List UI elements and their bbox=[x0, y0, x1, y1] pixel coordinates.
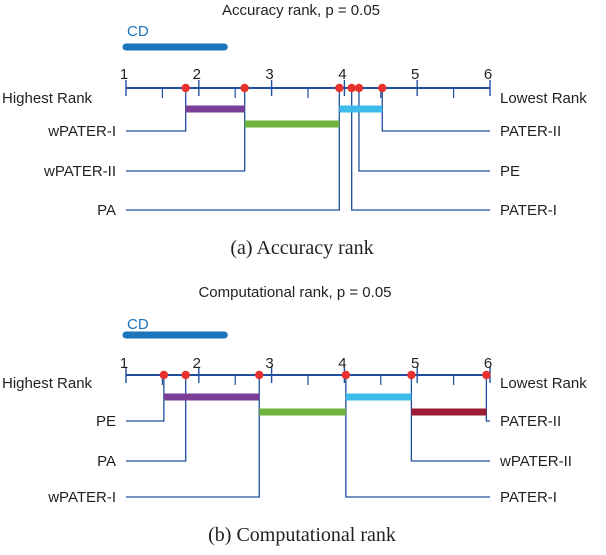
method-leader-line bbox=[381, 88, 490, 132]
tick-label: 4 bbox=[338, 66, 346, 83]
method-label: PATER-II bbox=[500, 413, 561, 430]
method-label: wPATER-I bbox=[47, 123, 116, 140]
method-leader-line bbox=[126, 88, 340, 211]
method-leader-line bbox=[126, 375, 260, 498]
method-label: wPATER-II bbox=[43, 163, 116, 180]
tick-label: 3 bbox=[265, 66, 273, 83]
lowest-rank-label: Lowest Rank bbox=[500, 375, 587, 392]
rank-point bbox=[159, 370, 169, 380]
method-label: wPATER-I bbox=[47, 489, 116, 506]
rank-point bbox=[240, 83, 249, 93]
method-leader-line bbox=[345, 375, 490, 498]
rank-point bbox=[354, 83, 364, 93]
cd-label: CD bbox=[127, 23, 149, 40]
method-label: PA bbox=[97, 453, 116, 470]
rank-point bbox=[407, 370, 416, 380]
tick-label: 1 bbox=[120, 66, 128, 83]
chart-title: Computational rank, p = 0.05 bbox=[198, 284, 391, 301]
method-leader-line bbox=[126, 88, 246, 172]
method-label: PA bbox=[97, 202, 116, 219]
chart-marks: 1 2 3 4 5 6 wPATER-I wPATER-II PA PATER-II PE PATER… bbox=[43, 43, 561, 219]
rank-point bbox=[181, 370, 190, 380]
rank-point bbox=[341, 370, 351, 380]
highest-rank-label: Highest Rank bbox=[2, 375, 93, 392]
tick-label: 4 bbox=[338, 355, 346, 372]
figure-caption: (a) Accuracy rank bbox=[230, 237, 373, 259]
method-label: PATER-II bbox=[500, 123, 561, 140]
tick-label: 5 bbox=[411, 66, 419, 83]
chart-marks: 1 2 3 4 5 6PE PA wPATER-I PATER-II wPATER-II PATER… bbox=[47, 331, 572, 506]
method-label: PATER-I bbox=[500, 489, 557, 506]
method-label: PE bbox=[96, 413, 116, 430]
method-label: PE bbox=[500, 163, 520, 180]
tick-label: 3 bbox=[265, 355, 273, 372]
tick-label: 1 bbox=[120, 355, 128, 372]
panel-computational-rank: Computational rank, p = 0.05 CD Highest … bbox=[2, 284, 587, 546]
method-leader-line bbox=[126, 375, 187, 462]
method-leader-line bbox=[410, 375, 490, 462]
chart-title: Accuracy rank, p = 0.05 bbox=[222, 2, 380, 19]
method-leader-line bbox=[126, 375, 165, 422]
method-label: wPATER-II bbox=[499, 453, 572, 470]
cd-label: CD bbox=[127, 316, 149, 333]
panel-accuracy-rank: Accuracy rank, p = 0.05 CD Highest Rank … bbox=[2, 2, 587, 259]
method-label: PATER-I bbox=[500, 202, 557, 219]
rank-point bbox=[335, 83, 344, 93]
tick-label: 6 bbox=[484, 66, 492, 83]
rank-point bbox=[347, 83, 356, 93]
method-leader-line bbox=[126, 88, 187, 132]
figure-caption: (b) Computational rank bbox=[208, 524, 396, 546]
tick-label: 2 bbox=[193, 355, 201, 372]
tick-label: 6 bbox=[484, 355, 492, 372]
method-leader-line bbox=[351, 88, 490, 211]
rank-point bbox=[255, 370, 264, 380]
rank-point bbox=[378, 83, 387, 93]
method-leader-line bbox=[485, 375, 490, 422]
rank-point bbox=[482, 370, 491, 380]
tick-label: 5 bbox=[411, 355, 419, 372]
tick-label: 2 bbox=[193, 66, 201, 83]
rank-point bbox=[181, 83, 190, 93]
lowest-rank-label: Lowest Rank bbox=[500, 90, 587, 107]
highest-rank-label: Highest Rank bbox=[2, 90, 93, 107]
method-leader-line bbox=[358, 88, 490, 172]
